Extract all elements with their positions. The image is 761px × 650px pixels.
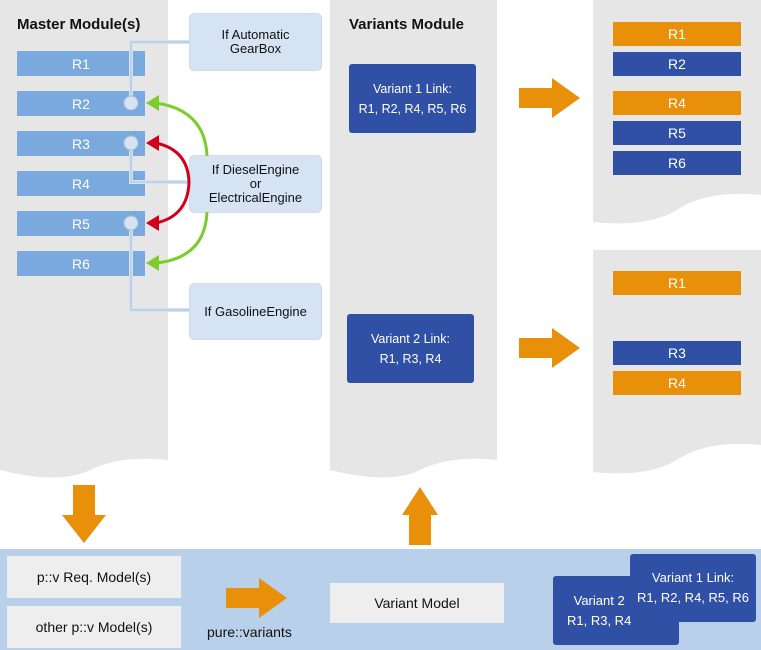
result1-r6: R6 (613, 151, 741, 175)
variant-2-link: Variant 2 Link: R1, R3, R4 (347, 314, 474, 383)
arrow-right-icon (519, 328, 580, 368)
variant-1-link: Variant 1 Link: R1, R2, R4, R5, R6 (349, 64, 476, 133)
arrow-right-icon (519, 78, 580, 118)
condition-gasoline: If GasolineEngine (190, 284, 321, 339)
result2-r4: R4 (613, 371, 741, 395)
link-dot-r2 (123, 95, 139, 111)
req-model-box: p::v Req. Model(s) (7, 556, 181, 598)
variants-module-title: Variants Module (349, 16, 465, 33)
link-dot-r3 (123, 135, 139, 151)
pure-variants-label: pure::variants (207, 624, 292, 640)
result1-r1: R1 (613, 22, 741, 46)
result1-r2: R2 (613, 52, 741, 76)
requirement-r4: R4 (17, 171, 145, 196)
master-module-title: Master Module(s) (17, 16, 141, 33)
red-arc-arrow (155, 141, 191, 225)
result1-r5: R5 (613, 121, 741, 145)
connector-gearbox (129, 40, 190, 101)
condition-automatic-gearbox: If Automatic GearBox (190, 14, 321, 70)
requirement-r6: R6 (17, 251, 145, 276)
condition-diesel-electrical: If DieselEngine or ElectricalEngine (190, 156, 321, 212)
result2-r3: R3 (613, 341, 741, 365)
arrow-down-icon (62, 485, 106, 543)
result2-r1: R1 (613, 271, 741, 295)
arrow-up-icon (402, 487, 438, 545)
green-arc-arrow (155, 101, 209, 265)
connector-diesel (129, 142, 190, 184)
connector-gasoline (129, 222, 190, 312)
result1-r4: R4 (613, 91, 741, 115)
variant-model-box: Variant Model (330, 583, 504, 623)
arrow-right-icon (226, 578, 287, 618)
variant-1-card: Variant 1 Link: R1, R2, R4, R5, R6 (630, 554, 756, 622)
requirement-r1: R1 (17, 51, 145, 76)
link-dot-r5 (123, 215, 139, 231)
master-module-panel (0, 0, 168, 478)
other-model-box: other p::v Model(s) (7, 606, 181, 648)
